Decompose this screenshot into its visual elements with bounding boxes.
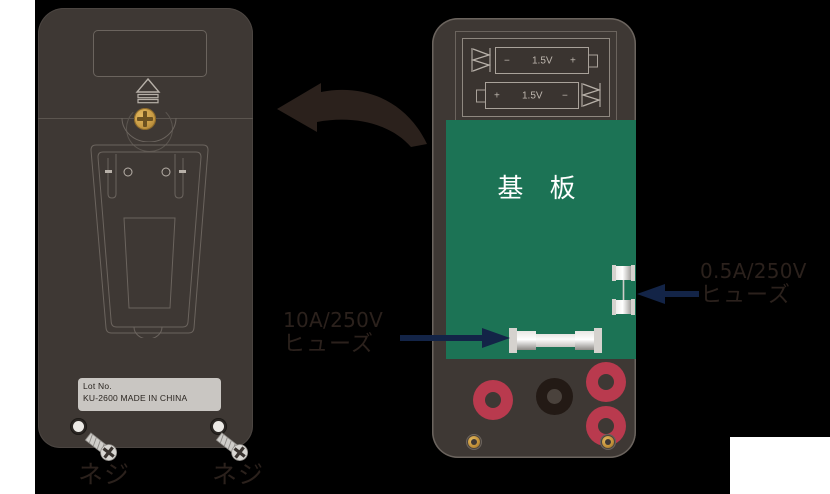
phillips-screw-icon xyxy=(134,108,156,130)
lot-label-line1: Lot No. xyxy=(83,381,112,391)
fuse-05a xyxy=(611,265,636,315)
case-screw-hole-left xyxy=(70,418,87,435)
case-screw-bottom-right-icon xyxy=(600,434,616,450)
case-screw-hole-right xyxy=(210,418,227,435)
battery-slot-2-voltage: 1.5V xyxy=(522,90,543,101)
callout-05a-rating: 0.5A/250V xyxy=(700,259,807,283)
callout-05a-unit: ヒューズ xyxy=(700,283,791,308)
curved-arrow-left-icon xyxy=(265,82,430,147)
loose-screw-right-icon xyxy=(213,430,253,466)
pcb-label: 基 板 xyxy=(497,174,585,204)
battery-slot-1-voltage: 1.5V xyxy=(532,55,553,66)
fuse-10a xyxy=(508,327,603,354)
screw-label-left: ネジ xyxy=(78,460,131,489)
input-jack-c[interactable] xyxy=(586,362,626,402)
battery-slot-2-minus: − xyxy=(562,90,568,101)
lot-label-line2: KU-2600 MADE IN CHINA xyxy=(83,392,188,403)
case-screw-bottom-left-icon xyxy=(466,434,482,450)
pcb: 基 板 xyxy=(446,120,636,359)
screw-label-right: ネジ xyxy=(212,460,265,489)
battery-bay: − 1.5V + + 1.5V − xyxy=(462,38,610,117)
battery-slot-1-plus: + xyxy=(570,55,576,66)
callout-10a-unit: ヒューズ xyxy=(283,332,374,357)
battery-slot-1-minus: − xyxy=(504,55,510,66)
input-jack-a[interactable] xyxy=(473,380,513,420)
battery-eject-icon xyxy=(133,77,163,104)
callout-10a: 10A/250V ヒューズ xyxy=(283,308,384,358)
callout-05a-arrow-icon xyxy=(637,283,699,305)
tilt-stand xyxy=(87,144,212,340)
callout-05a: 0.5A/250V ヒューズ xyxy=(700,259,807,309)
battery-spring-1 xyxy=(470,47,492,78)
callout-10a-arrow-icon xyxy=(400,327,512,349)
loose-screw-left-icon xyxy=(82,430,122,466)
battery-hatch xyxy=(93,30,207,77)
input-jack-com[interactable] xyxy=(536,378,573,415)
callout-10a-rating: 10A/250V xyxy=(283,308,384,332)
battery-bay-outer-frame xyxy=(455,31,617,124)
battery-slot-2: + 1.5V − xyxy=(476,82,579,109)
battery-slot-2-plus: + xyxy=(494,90,500,101)
battery-slot-1: − 1.5V + xyxy=(495,47,598,74)
lot-number-label: Lot No. KU-2600 MADE IN CHINA xyxy=(78,378,221,411)
battery-spring-2 xyxy=(580,82,602,113)
stand-top-notch xyxy=(120,117,178,143)
